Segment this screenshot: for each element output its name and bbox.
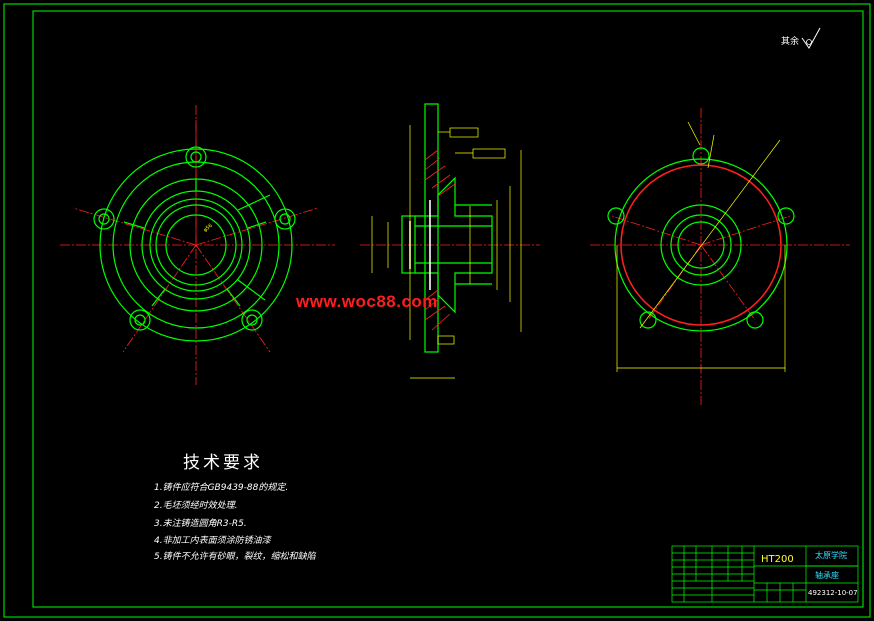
tech-requirement-item: 5.铸件不允许有砂眼，裂纹，缩松和缺陷 — [154, 552, 316, 562]
tech-requirements-title: 技术要求 — [183, 453, 263, 473]
title-block — [671, 545, 859, 603]
tech-requirement-item: 3.未注铸造圆角R3-R5. — [154, 519, 247, 529]
material-label: HT200 — [761, 554, 794, 565]
right-view — [590, 108, 850, 405]
part-name-label: 轴承座 — [815, 571, 839, 580]
roughness-note: 其余 — [781, 37, 800, 47]
left-view: φ56 — [60, 105, 335, 385]
tech-requirement-item: 1.铸件应符合GB9439-88的规定. — [154, 483, 289, 493]
school-label: 太原学院 — [815, 551, 847, 560]
tech-requirement-item: 4.非加工内表面须涂防锈油漆 — [154, 536, 271, 546]
roughness-symbol — [801, 27, 821, 49]
drawing-number-label: 492312-10-07 — [808, 589, 858, 597]
svg-text:φ56: φ56 — [202, 223, 213, 234]
section-view — [360, 103, 540, 379]
inner-border — [32, 10, 864, 608]
tech-requirement-item: 2.毛坯须经时效处理. — [154, 501, 238, 511]
watermark-text: www.woc88.com — [296, 292, 438, 311]
outer-border — [3, 3, 871, 618]
